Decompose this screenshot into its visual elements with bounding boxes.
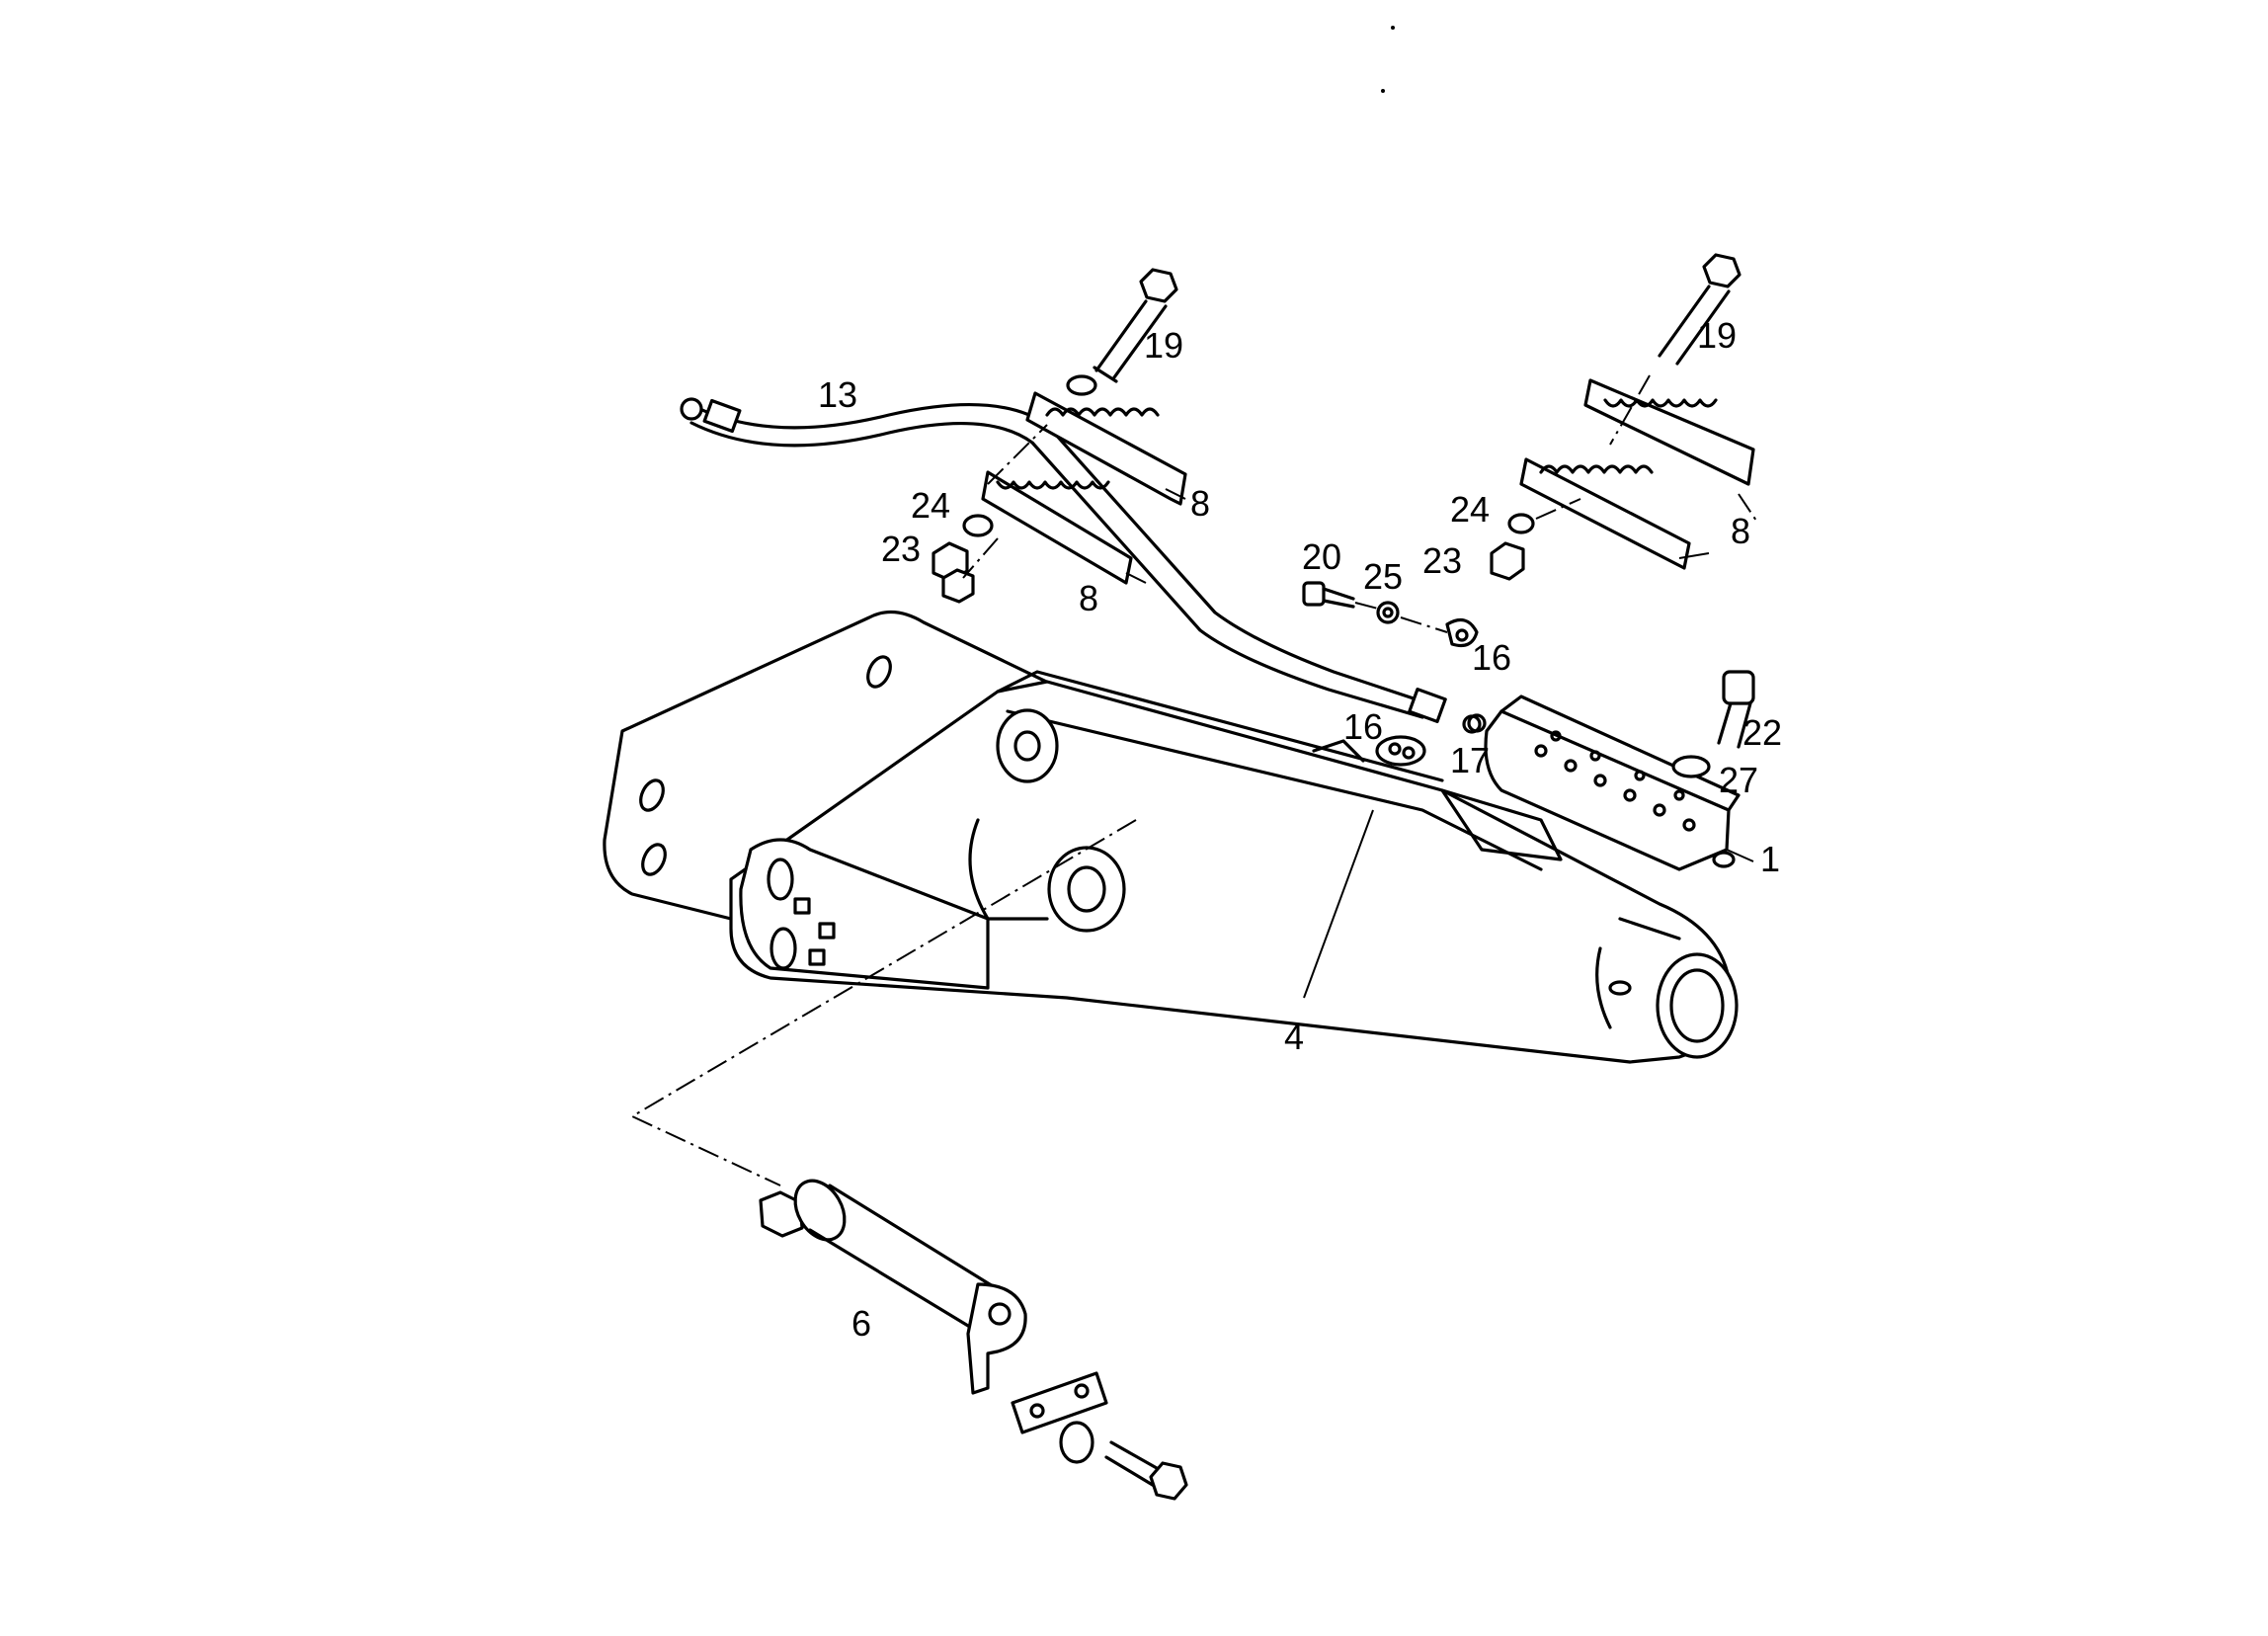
pin-assembly (759, 1179, 1027, 1395)
callout-25: 25 (1363, 556, 1403, 597)
bolt-long-right (1609, 253, 1742, 446)
capscrew-22 (1717, 670, 1755, 749)
fitting-lower (1375, 735, 1426, 767)
callout-6: 6 (851, 1303, 871, 1344)
arm-leader-line (1303, 809, 1374, 999)
valve-block (1484, 695, 1741, 871)
speck (1381, 89, 1385, 93)
screw-20 (1302, 581, 1355, 609)
clamp-upper-left (1025, 391, 1187, 506)
nut-right (1490, 541, 1525, 581)
callout-8-right: 8 (1731, 511, 1750, 551)
callout-19-left: 19 (1144, 325, 1183, 366)
callout-19-right: 19 (1697, 315, 1737, 356)
oring-17 (1462, 714, 1482, 734)
hose (680, 397, 1487, 733)
washer-25 (1376, 601, 1400, 624)
clamp-right (1519, 378, 1759, 570)
speck (1391, 26, 1395, 30)
washer-left (962, 514, 994, 537)
callout-16-upper: 16 (1472, 637, 1511, 678)
left-clamp-leader (962, 424, 1048, 579)
callout-16-lower: 16 (1343, 706, 1383, 747)
nut-left (932, 541, 975, 604)
valve-callout-line (1726, 849, 1754, 862)
clamp-lower-left (981, 470, 1133, 585)
callout-13: 13 (818, 374, 857, 415)
callout-23-right: 23 (1422, 540, 1462, 581)
main-arm (603, 611, 1739, 1064)
callout-8-lower-left: 8 (1079, 578, 1098, 618)
washer-right (1507, 513, 1535, 534)
bolt-long-left (1066, 268, 1178, 396)
washer-small (1059, 1421, 1094, 1464)
clamp-callout-lines (1125, 488, 1710, 584)
pin-leader-line (629, 819, 1137, 1186)
bolt-short (1104, 1440, 1188, 1501)
callout-27: 27 (1719, 760, 1758, 800)
washer-27 (1671, 755, 1711, 778)
callout-1: 1 (1760, 839, 1780, 879)
callout-24-right: 24 (1450, 489, 1490, 530)
callout-24-left: 24 (911, 485, 950, 526)
callout-17: 17 (1450, 740, 1490, 780)
fitting-upper (1445, 617, 1479, 648)
callout-8-upper-left: 8 (1190, 483, 1210, 524)
lock-plate (1011, 1371, 1108, 1434)
callout-4: 4 (1284, 1017, 1304, 1057)
callout-20: 20 (1302, 536, 1341, 577)
callout-22: 22 (1742, 712, 1782, 753)
callout-23-left: 23 (881, 529, 921, 569)
